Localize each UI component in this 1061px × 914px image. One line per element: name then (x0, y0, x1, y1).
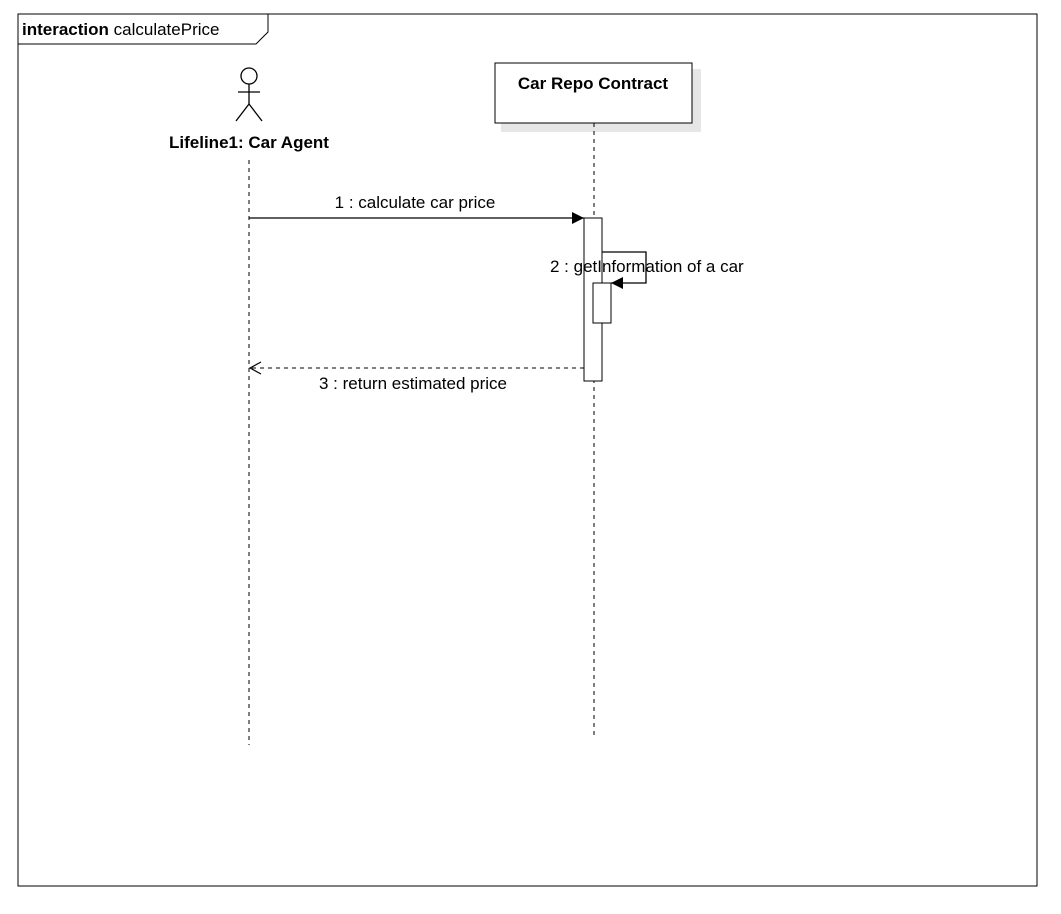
message-1-label: 1 : calculate car price (335, 193, 496, 212)
actor-car-agent[interactable]: Lifeline1: Car Agent (169, 67, 329, 152)
frame-title: interaction calculatePrice (22, 20, 219, 39)
actor-stick-figure-icon (235, 67, 263, 122)
object-car-repo-contract[interactable]: Car Repo Contract (494, 62, 701, 132)
lifeline-label-car-repo-contract: Car Repo Contract (518, 74, 669, 93)
frame-name: calculatePrice (114, 20, 220, 39)
frame-keyword: interaction (22, 20, 109, 39)
interaction-frame (17, 13, 1038, 887)
nested-activation-bar (592, 282, 612, 324)
message-2-label: 2 : getInformation of a car (550, 257, 744, 276)
frame-name-tab (18, 14, 269, 45)
lifeline-box (494, 62, 693, 124)
message-3-label: 3 : return estimated price (319, 374, 507, 393)
lifeline-label-car-agent: Lifeline1: Car Agent (169, 133, 329, 152)
open-arrowhead-icon (248, 361, 262, 375)
message-2-self-call-arrow[interactable] (602, 251, 647, 289)
